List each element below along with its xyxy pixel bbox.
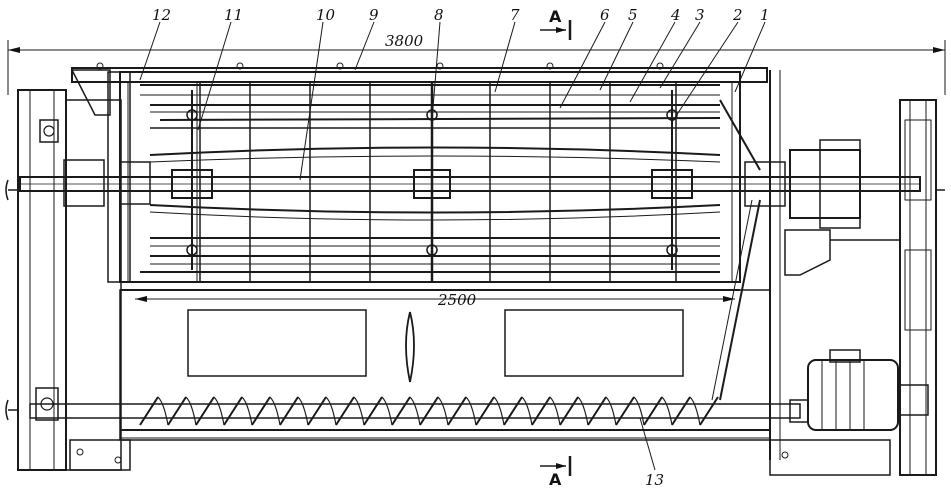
leader-lines [139,21,766,471]
section-mark-top: A [540,7,572,40]
section-mark-bottom: A [540,456,572,489]
lower-panel [119,289,771,441]
section-mark-top-letter: A [549,7,562,26]
part-label-7: 7 [510,6,520,24]
part-label-4: 4 [670,6,681,24]
screw-conveyor [29,396,801,439]
part-label-3: 3 [695,6,705,24]
right-stand [769,99,945,476]
electric-motor [789,349,929,431]
inner-dimension-label: 2500 [437,291,477,309]
part-label-9: 9 [369,6,379,24]
part-label-8: 8 [434,6,444,24]
inner-dimension: 2500 [135,291,735,309]
section-mark-bottom-letter: A [549,470,562,489]
part-labels: 12 11 10 9 8 7 6 5 4 3 2 1 13 [152,6,770,489]
part-label-2: 2 [732,6,743,24]
part-label-12: 12 [152,6,171,24]
part-label-6: 6 [600,6,610,24]
drum-slats [140,84,721,273]
spokes [96,62,678,270]
part-label-13: 13 [645,471,664,489]
overall-dimension: 3800 [7,32,946,95]
part-label-1: 1 [760,6,770,24]
part-label-10: 10 [316,6,336,24]
main-shaft [19,139,921,229]
overall-dimension-label: 3800 [385,32,424,50]
part-label-5: 5 [628,6,638,24]
left-stand [5,89,131,471]
part-label-11: 11 [224,6,243,24]
